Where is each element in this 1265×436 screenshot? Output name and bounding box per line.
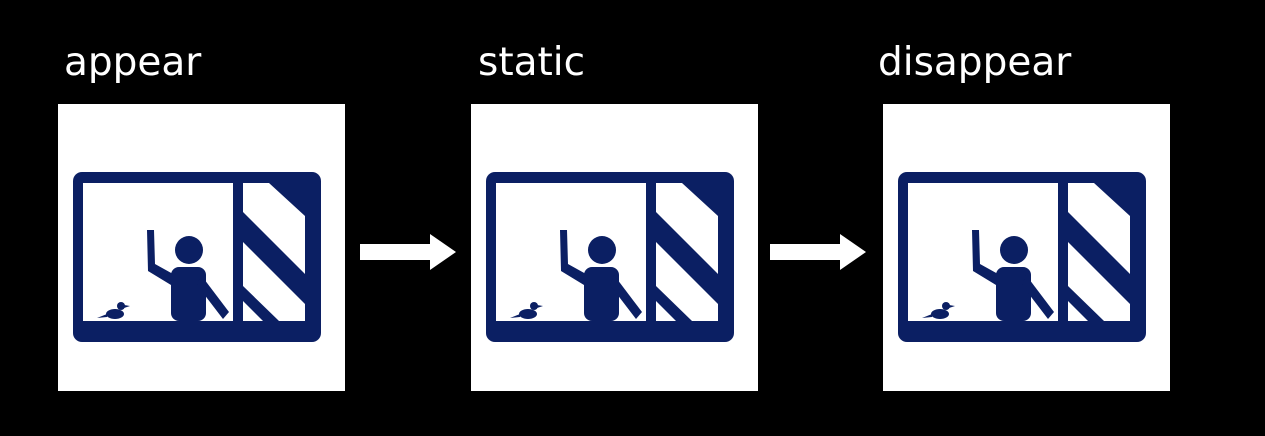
window-with-waving-person-icon	[73, 172, 321, 342]
frame-label-disappear: disappear	[878, 40, 1072, 85]
frame-label-appear: appear	[64, 40, 202, 85]
window-with-waving-person-icon	[898, 172, 1146, 342]
arrow-right-icon	[768, 232, 868, 272]
frame-label-static: static	[478, 40, 586, 85]
frame-panel-static	[471, 104, 758, 391]
frame-panel-disappear	[883, 104, 1170, 391]
arrow-right-icon	[358, 232, 458, 272]
frame-panel-appear	[58, 104, 345, 391]
window-with-waving-person-icon	[486, 172, 734, 342]
